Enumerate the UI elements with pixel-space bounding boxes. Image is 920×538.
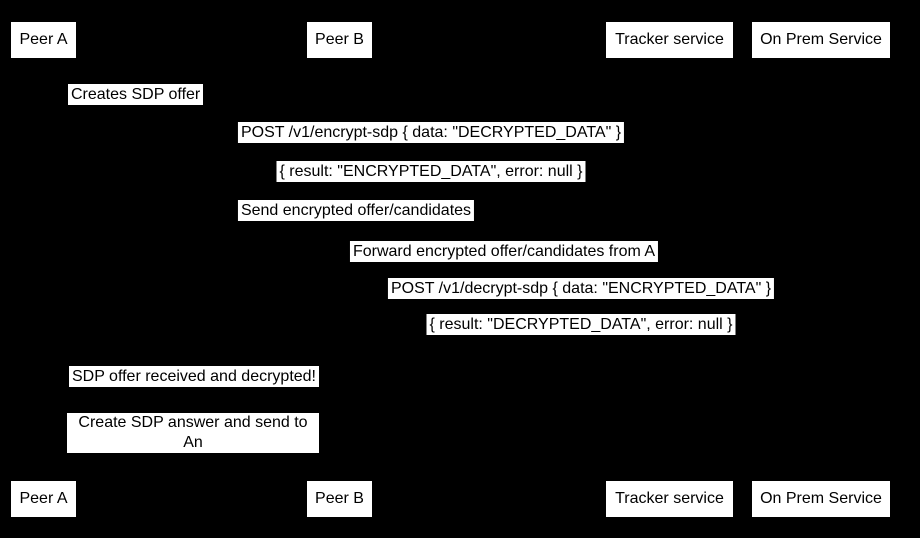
arrow-forward-offer	[340, 264, 669, 265]
arrow-send-encrypted-offer	[43, 225, 669, 226]
actor-peer-b-top: Peer B	[307, 22, 372, 58]
arrow-decrypt-request	[340, 302, 821, 303]
actor-tracker-bottom: Tracker service	[606, 481, 733, 517]
lifeline-peer-a	[43, 58, 44, 481]
note-line-2: using the same mechanism	[95, 454, 291, 471]
actor-tracker-top: Tracker service	[606, 22, 733, 58]
actor-peer-a-top: Peer A	[11, 22, 76, 58]
actor-onprem-bottom: On Prem Service	[752, 481, 890, 517]
message-label-creates-sdp-offer: Creates SDP offer	[68, 84, 204, 105]
actor-peer-a-bottom: Peer A	[11, 481, 76, 517]
message-label-decrypt-request: POST /v1/decrypt-sdp { data: "ENCRYPTED_…	[387, 278, 775, 299]
actor-label: Tracker service	[615, 31, 724, 48]
arrow-creates-sdp-offer	[43, 106, 75, 120]
actor-label: Peer B	[315, 31, 364, 48]
actor-label: Peer A	[19, 490, 68, 507]
arrow-offer-received	[43, 391, 340, 392]
message-note-create-answer: Create SDP answer and send to An using t…	[67, 413, 319, 471]
message-label-encrypt-response: { result: "ENCRYPTED_DATA", error: null …	[276, 161, 586, 182]
actor-peer-b-bottom: Peer B	[307, 481, 372, 517]
message-label-send-encrypted-offer: Send encrypted offer/candidates	[237, 200, 475, 221]
lifeline-peer-b	[340, 58, 341, 481]
arrow-decrypt-response	[340, 338, 821, 339]
arrow-encrypt-response	[43, 186, 821, 187]
lifeline-tracker	[669, 58, 670, 481]
actor-label: On Prem Service	[760, 490, 882, 507]
actor-label: Peer A	[19, 31, 68, 48]
actor-label: Peer B	[315, 490, 364, 507]
message-label-forward-offer: Forward encrypted offer/candidates from …	[349, 241, 659, 262]
message-label-decrypt-response: { result: "DECRYPTED_DATA", error: null …	[426, 314, 736, 335]
note-line-1: Create SDP answer and send to An	[78, 414, 308, 451]
arrow-encrypt-request	[43, 147, 821, 148]
message-label-encrypt-request: POST /v1/encrypt-sdp { data: "DECRYPTED_…	[237, 122, 625, 143]
actor-label: Tracker service	[615, 490, 724, 507]
actor-label: On Prem Service	[760, 31, 882, 48]
lifeline-onprem	[821, 58, 822, 481]
message-label-offer-received: SDP offer received and decrypted!	[69, 366, 319, 387]
actor-onprem-top: On Prem Service	[752, 22, 890, 58]
